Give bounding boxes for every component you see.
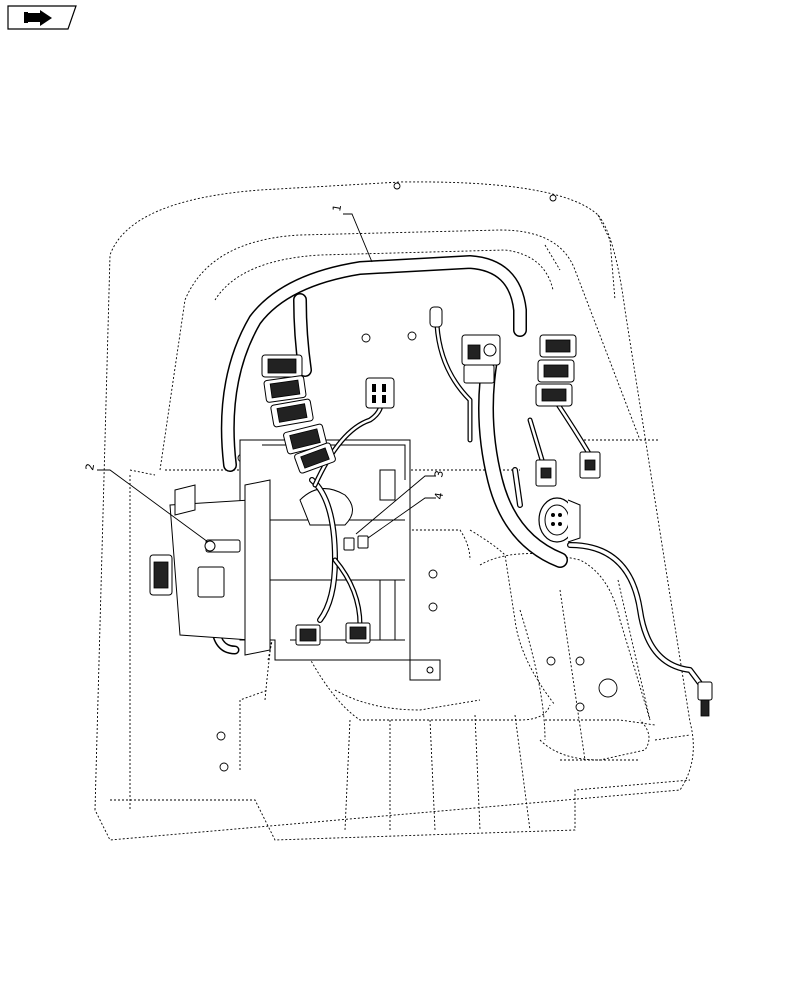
connector-stack-left xyxy=(261,354,336,474)
module-assembly xyxy=(149,479,271,656)
page-turn-icon xyxy=(24,10,52,26)
callout-3: 3 xyxy=(432,469,446,478)
callout-1: 1 xyxy=(330,203,344,212)
callout-2: 2 xyxy=(83,462,97,471)
main-wiring-harness xyxy=(210,255,708,693)
leader-lines xyxy=(97,213,436,543)
nav-tab[interactable] xyxy=(7,5,77,30)
lower-connectors xyxy=(295,535,371,646)
callout-labels: 1 2 3 4 xyxy=(83,203,446,500)
cab-body-outline xyxy=(94,181,694,841)
end-plug-right xyxy=(697,681,713,717)
round-connector xyxy=(538,497,581,543)
connector-center xyxy=(365,377,395,409)
mounting-bracket xyxy=(239,439,441,681)
callout-4: 4 xyxy=(432,491,446,500)
connector-cluster-right xyxy=(461,334,601,487)
sensor-plug xyxy=(429,306,443,328)
